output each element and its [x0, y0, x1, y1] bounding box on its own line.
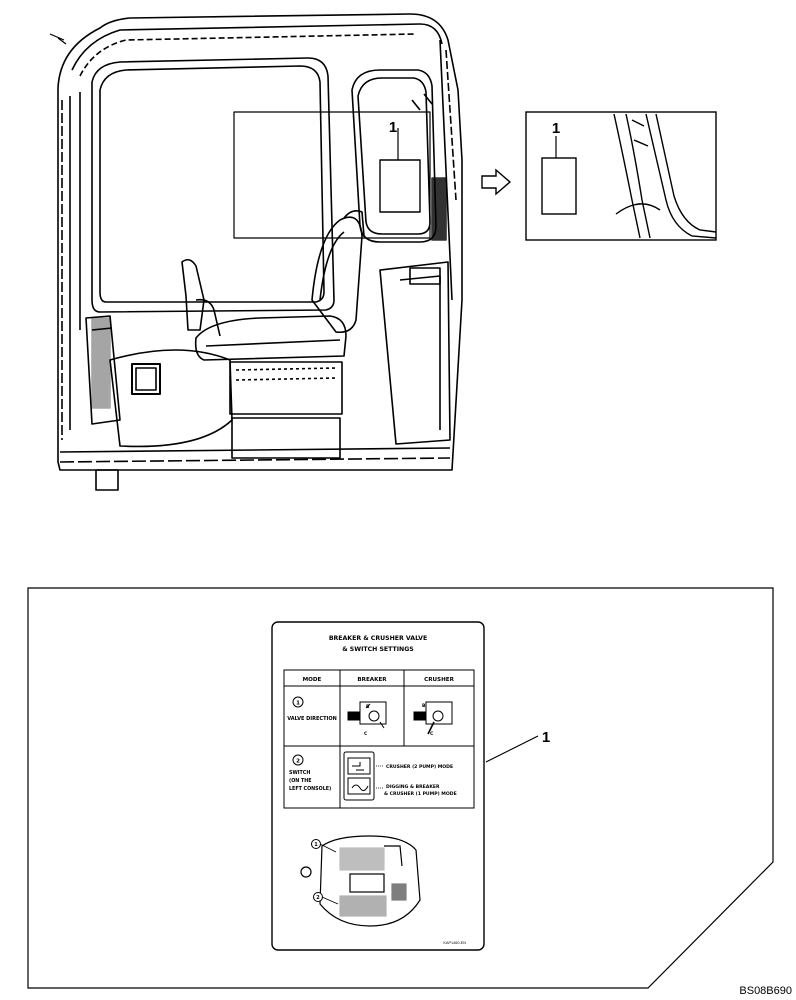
decal-card	[271, 621, 485, 951]
detail-view	[525, 111, 717, 241]
row1-number: 1	[296, 701, 300, 707]
breaker-mark-c: C	[364, 731, 368, 737]
settings-table	[283, 669, 475, 809]
decal-part-number: KAP1460-EN	[443, 941, 466, 945]
header-crusher: CRUSHER	[424, 677, 454, 683]
location-illustration	[300, 835, 421, 927]
decal-leader-line	[485, 735, 539, 763]
row2-number-circle	[292, 754, 304, 766]
marker-2: 2	[316, 895, 320, 901]
row2-label-line2: (ON THE	[289, 778, 312, 784]
drawing-number: BS08B690	[739, 985, 792, 997]
decal-callout-number: 1	[542, 729, 550, 746]
row1-number-circle	[292, 696, 304, 708]
mode-digging-line2: & CRUSHER (1 PUMP) MODE	[384, 791, 457, 797]
cab-callout-number: 1	[389, 119, 397, 136]
mode-crusher-text: CRUSHER (2 PUMP) MODE	[386, 764, 453, 770]
row2-label-line3: LEFT CONSOLE)	[289, 786, 331, 792]
row2-label-line1: SWITCH	[289, 770, 310, 776]
cab-illustration	[49, 13, 463, 491]
header-mode: MODE	[303, 677, 322, 683]
decal-frame	[27, 587, 774, 989]
row2-number: 2	[296, 759, 300, 765]
crusher-valve-icon	[413, 701, 453, 735]
breaker-valve-icon	[347, 701, 387, 729]
mode-digging-line1: DIGGING & BREAKER	[386, 784, 440, 790]
marker-1: 1	[314, 842, 318, 848]
decal-title-line2: & SWITCH SETTINGS	[342, 646, 414, 653]
crusher-mark-c: C	[430, 731, 434, 737]
row1-label: VALVE DIRECTION	[287, 716, 337, 722]
decal-title-line1: BREAKER & CRUSHER VALVE	[329, 635, 427, 642]
detail-arrow-icon	[481, 168, 512, 196]
crusher-mark-b: B	[422, 703, 426, 709]
header-breaker: BREAKER	[357, 677, 387, 683]
switch-icon	[343, 751, 375, 801]
breaker-mark-b: B	[366, 704, 370, 710]
detail-callout-number: 1	[552, 120, 560, 137]
